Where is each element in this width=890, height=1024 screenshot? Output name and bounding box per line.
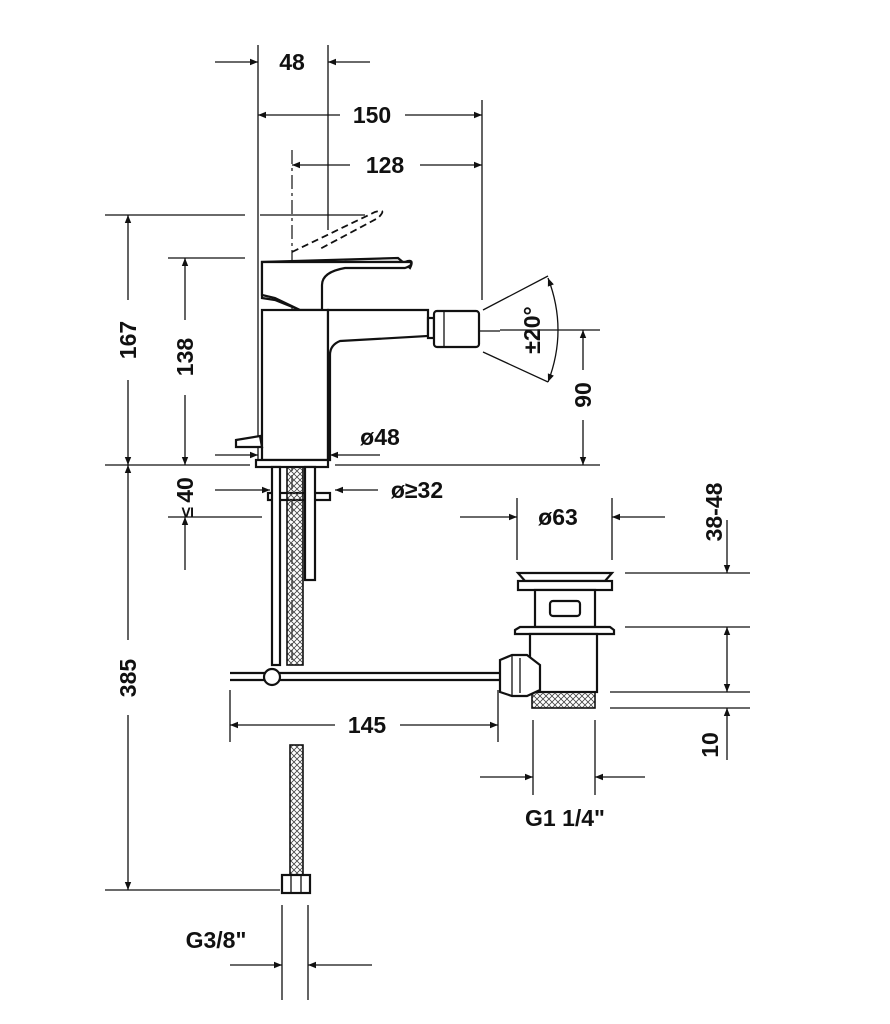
label-swivel-angle: ±20°	[519, 306, 545, 353]
label-body-diameter: ø48	[360, 424, 400, 450]
label-deck-thickness-prefix: ≤	[177, 507, 197, 517]
label-pull-rod-length: 145	[348, 712, 387, 738]
label-waste-thread: G1 1/4"	[525, 805, 605, 831]
pop-up-waste	[498, 571, 616, 709]
label-supply-thread: G3/8"	[186, 927, 247, 953]
label-thread-length: 10	[697, 732, 723, 758]
label-handle-offset: 48	[279, 49, 305, 75]
bidet-mixer	[230, 209, 500, 895]
label-overall-depth: 150	[353, 102, 391, 128]
dimension-labels: 48 150 128 167 138 90 ø48 ±20° 40 ≤ ø≥32…	[115, 49, 727, 953]
label-spout-reach: 128	[366, 152, 405, 178]
label-spout-height: 90	[570, 382, 596, 408]
label-hole-diameter: ø≥32	[391, 477, 443, 503]
label-supply-length: 385	[115, 659, 141, 698]
extension-lines	[105, 45, 750, 1000]
label-waste-diameter: ø63	[538, 504, 578, 530]
dimension-arrows	[124, 58, 731, 969]
label-overall-height: 167	[115, 321, 141, 359]
label-deck-thickness: 40	[172, 477, 198, 503]
label-waste-range: 38-48	[701, 482, 727, 541]
label-body-height: 138	[172, 338, 198, 377]
